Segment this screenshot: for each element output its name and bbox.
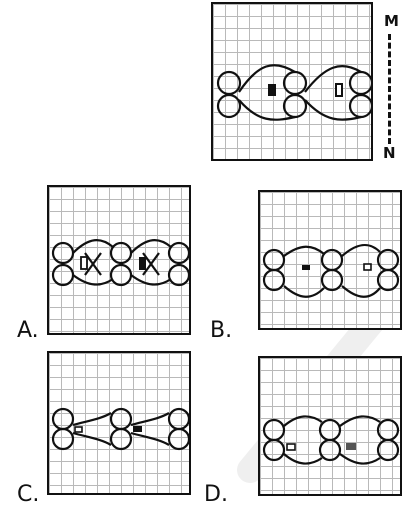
option-c-pattern bbox=[51, 407, 189, 451]
option-d-pattern bbox=[262, 415, 400, 465]
axis-label-n: N bbox=[383, 144, 396, 162]
option-a-label: A. bbox=[17, 318, 39, 343]
axis-label-m: M bbox=[384, 12, 399, 30]
option-c-figure bbox=[47, 351, 191, 495]
question-figure bbox=[211, 2, 373, 161]
option-d-figure bbox=[258, 356, 402, 496]
mirror-axis bbox=[388, 34, 391, 144]
option-b-pattern bbox=[262, 243, 400, 298]
option-c-label: C. bbox=[17, 482, 40, 507]
option-b-label: B. bbox=[210, 318, 233, 343]
filled-marker bbox=[268, 84, 276, 96]
question-pattern bbox=[216, 64, 371, 121]
option-d-label: D. bbox=[204, 482, 228, 507]
option-a-figure bbox=[47, 185, 191, 335]
hollow-marker bbox=[335, 83, 343, 97]
option-a-pattern bbox=[51, 239, 189, 287]
option-b-figure bbox=[258, 190, 402, 330]
